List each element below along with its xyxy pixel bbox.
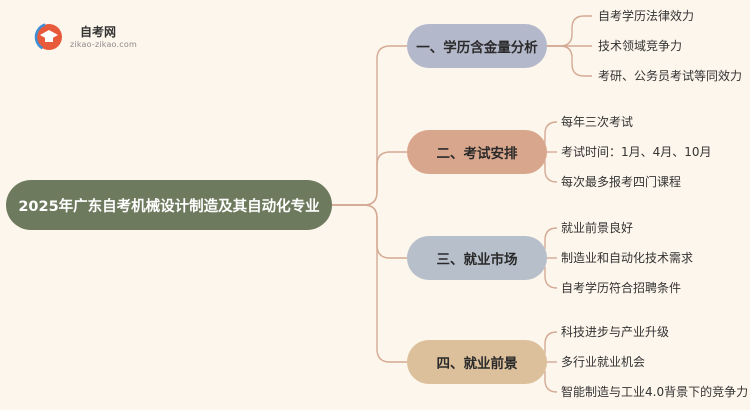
connector-root-branch-1: [332, 45, 407, 206]
root-topic[interactable]: 2025年广东自考机械设计制造及其自动化专业: [6, 180, 332, 230]
leaf-b1-2[interactable]: 技术领域竞争力: [598, 39, 683, 53]
branch-exam-schedule[interactable]: 二、考试安排: [407, 130, 547, 174]
leaf-b4-2[interactable]: 多行业就业机会: [561, 355, 646, 369]
connector-b1-leaf-1: [547, 15, 592, 47]
leaf-b3-1[interactable]: 就业前景良好: [561, 221, 634, 235]
leaf-b1-1[interactable]: 自考学历法律效力: [598, 9, 695, 23]
connector-root-branch-2: [332, 151, 407, 206]
branch-career-prospects[interactable]: 四、就业前景: [407, 340, 547, 384]
branch-job-market[interactable]: 三、就业市场: [407, 236, 547, 280]
connector-root-branch-3: [332, 204, 407, 259]
leaf-b3-3[interactable]: 自考学历符合招聘条件: [561, 281, 682, 295]
leaf-b2-2[interactable]: 考试时间：1月、4月、10月: [561, 145, 712, 159]
connector-b1-leaf-3: [547, 45, 592, 77]
logo-url: zikao-zikao.com: [70, 40, 137, 49]
logo-name: 自考网: [80, 25, 117, 39]
connector-root-branch-4: [332, 204, 407, 363]
leaf-b2-3[interactable]: 每次最多报考四门课程: [561, 175, 682, 189]
graduation-cap-icon: [34, 22, 64, 52]
branch-education-value[interactable]: 一、学历含金量分析: [407, 24, 547, 68]
site-logo[interactable]: 自考网 zikao-zikao.com: [34, 20, 144, 54]
leaf-b1-3[interactable]: 考研、公务员考试等同效力: [598, 69, 743, 83]
leaf-b3-2[interactable]: 制造业和自动化技术需求: [561, 251, 694, 265]
leaf-b4-1[interactable]: 科技进步与产业升级: [561, 325, 670, 339]
leaf-b4-3[interactable]: 智能制造与工业4.0背景下的竞争力: [561, 385, 749, 399]
leaf-b2-1[interactable]: 每年三次考试: [561, 115, 634, 129]
